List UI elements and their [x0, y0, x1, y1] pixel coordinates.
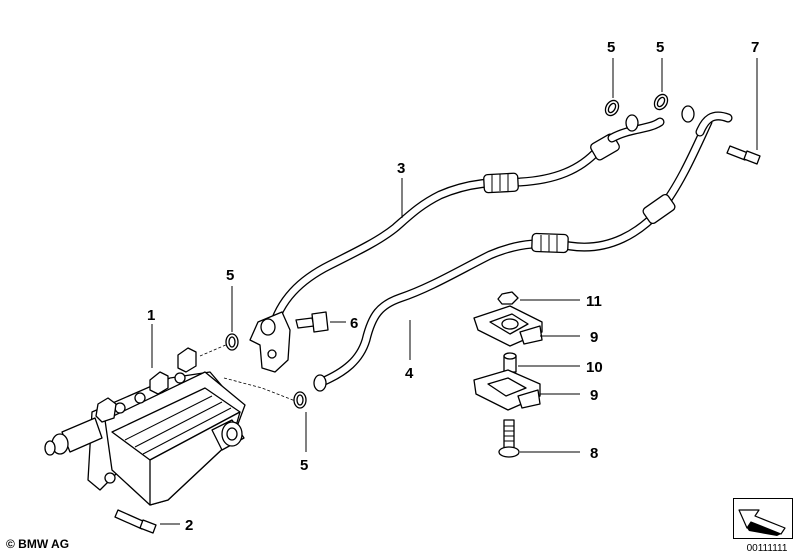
callout-5b[interactable]: 5 — [656, 39, 664, 56]
callout-2[interactable]: 2 — [185, 517, 193, 534]
callout-5a[interactable]: 5 — [607, 39, 615, 56]
callout-8[interactable]: 8 — [590, 445, 598, 462]
callout-10[interactable]: 10 — [586, 359, 603, 376]
callout-11[interactable]: 11 — [586, 293, 602, 310]
callout-9b[interactable]: 9 — [590, 387, 598, 404]
copyright-text: © BMW AG — [6, 537, 70, 551]
diagram-id: 00111111 — [746, 543, 788, 554]
callout-5c[interactable]: 5 — [226, 267, 234, 284]
oil-line-part-4[interactable] — [313, 105, 733, 392]
callout-1[interactable]: 1 — [147, 307, 155, 324]
oil-cooler[interactable] — [44, 343, 299, 506]
screw-part-2[interactable] — [114, 509, 157, 534]
o-rings-part-5[interactable] — [225, 92, 670, 409]
leader-lines — [151, 58, 758, 525]
callout-7[interactable]: 7 — [751, 39, 759, 56]
arrow-icon[interactable] — [733, 498, 793, 539]
screw-part-6[interactable] — [295, 311, 329, 333]
bracket-assembly[interactable] — [473, 291, 543, 458]
callout-6[interactable]: 6 — [350, 315, 358, 332]
screw-part-7[interactable] — [726, 145, 761, 165]
callout-9a[interactable]: 9 — [590, 329, 598, 346]
oil-line-part-3[interactable] — [249, 114, 665, 373]
callout-3[interactable]: 3 — [397, 160, 405, 177]
callout-5d[interactable]: 5 — [300, 457, 308, 474]
callout-4[interactable]: 4 — [405, 365, 414, 382]
callouts: 1 2 3 4 5 5 5 5 6 7 8 9 9 10 11 — [147, 39, 759, 534]
